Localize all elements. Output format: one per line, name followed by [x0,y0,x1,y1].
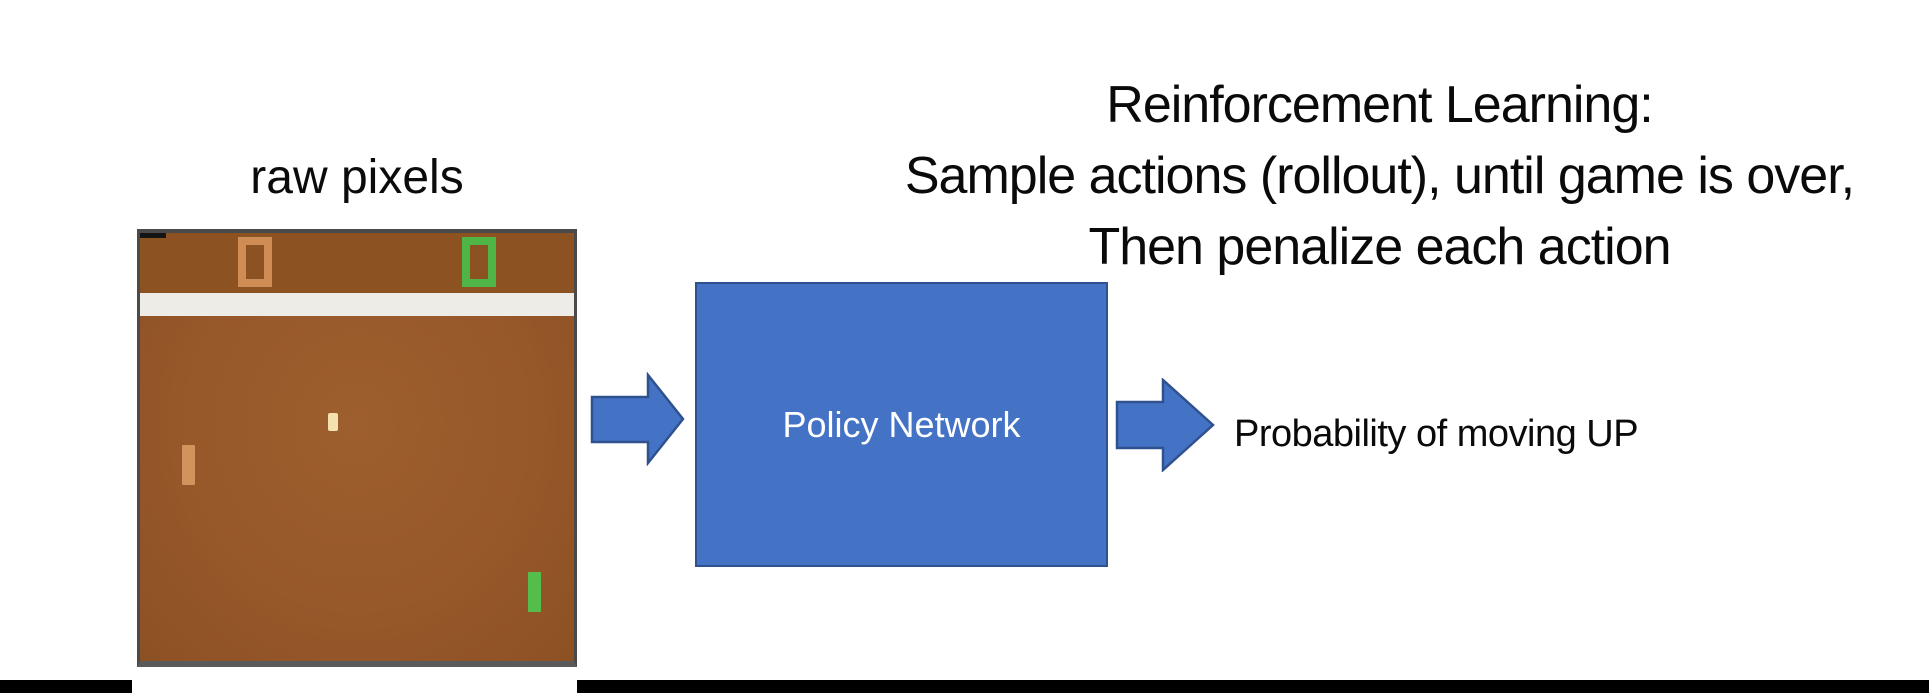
left-paddle [182,445,195,485]
title-line-1: Reinforcement Learning: [1106,76,1653,134]
bottom-bar-right [577,680,1929,693]
pong-game-screenshot [137,229,577,667]
policy-network-box: Policy Network [695,282,1108,567]
title-text: Reinforcement Learning: Sample actions (… [830,70,1929,283]
right-paddle [528,572,541,612]
score-divider-line [140,293,574,316]
title-line-3: Then penalize each action [1088,218,1671,276]
probability-output-label: Probability of moving UP [1234,413,1639,455]
raw-pixels-label: raw pixels [250,151,464,204]
left-score-digit [238,237,272,287]
output-arrow-icon [1115,378,1215,472]
screen-top-notch [140,233,166,238]
input-arrow-icon [590,372,685,466]
policy-network-label: Policy Network [782,403,1021,445]
scoreboard [140,233,574,293]
title-line-2: Sample actions (rollout), until game is … [904,147,1855,205]
pong-ball [328,413,338,431]
right-score-digit [462,237,496,287]
bottom-bar-left [0,680,132,693]
